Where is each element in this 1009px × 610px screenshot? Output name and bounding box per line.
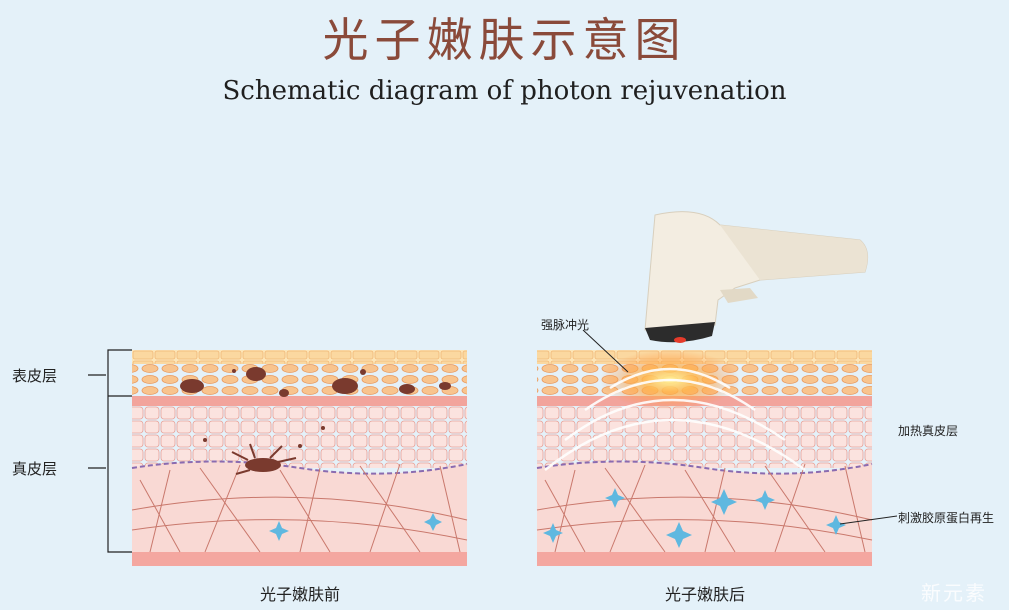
heating-label: 加热真皮层: [898, 424, 959, 438]
page-title: 光子嫩肤示意图: [322, 13, 687, 67]
layer-bracket: [88, 349, 132, 553]
skin-block-after: [536, 350, 873, 566]
pointer-lines: [582, 329, 898, 525]
caption-after: 光子嫩肤后: [664, 585, 745, 604]
watermark: 新元素: [921, 581, 987, 605]
ipl-label: 强脉冲光: [541, 318, 590, 332]
dermis-label: 真皮层: [12, 460, 58, 478]
page-subtitle: Schematic diagram of photon rejuvenation: [222, 76, 787, 106]
skin-block-before: [131, 350, 468, 566]
caption-before: 光子嫩肤前: [259, 585, 340, 604]
collagen-label: 刺激胶原蛋白再生: [898, 511, 995, 525]
epidermis-label: 表皮层: [12, 367, 58, 385]
ipl-device: [644, 211, 869, 343]
